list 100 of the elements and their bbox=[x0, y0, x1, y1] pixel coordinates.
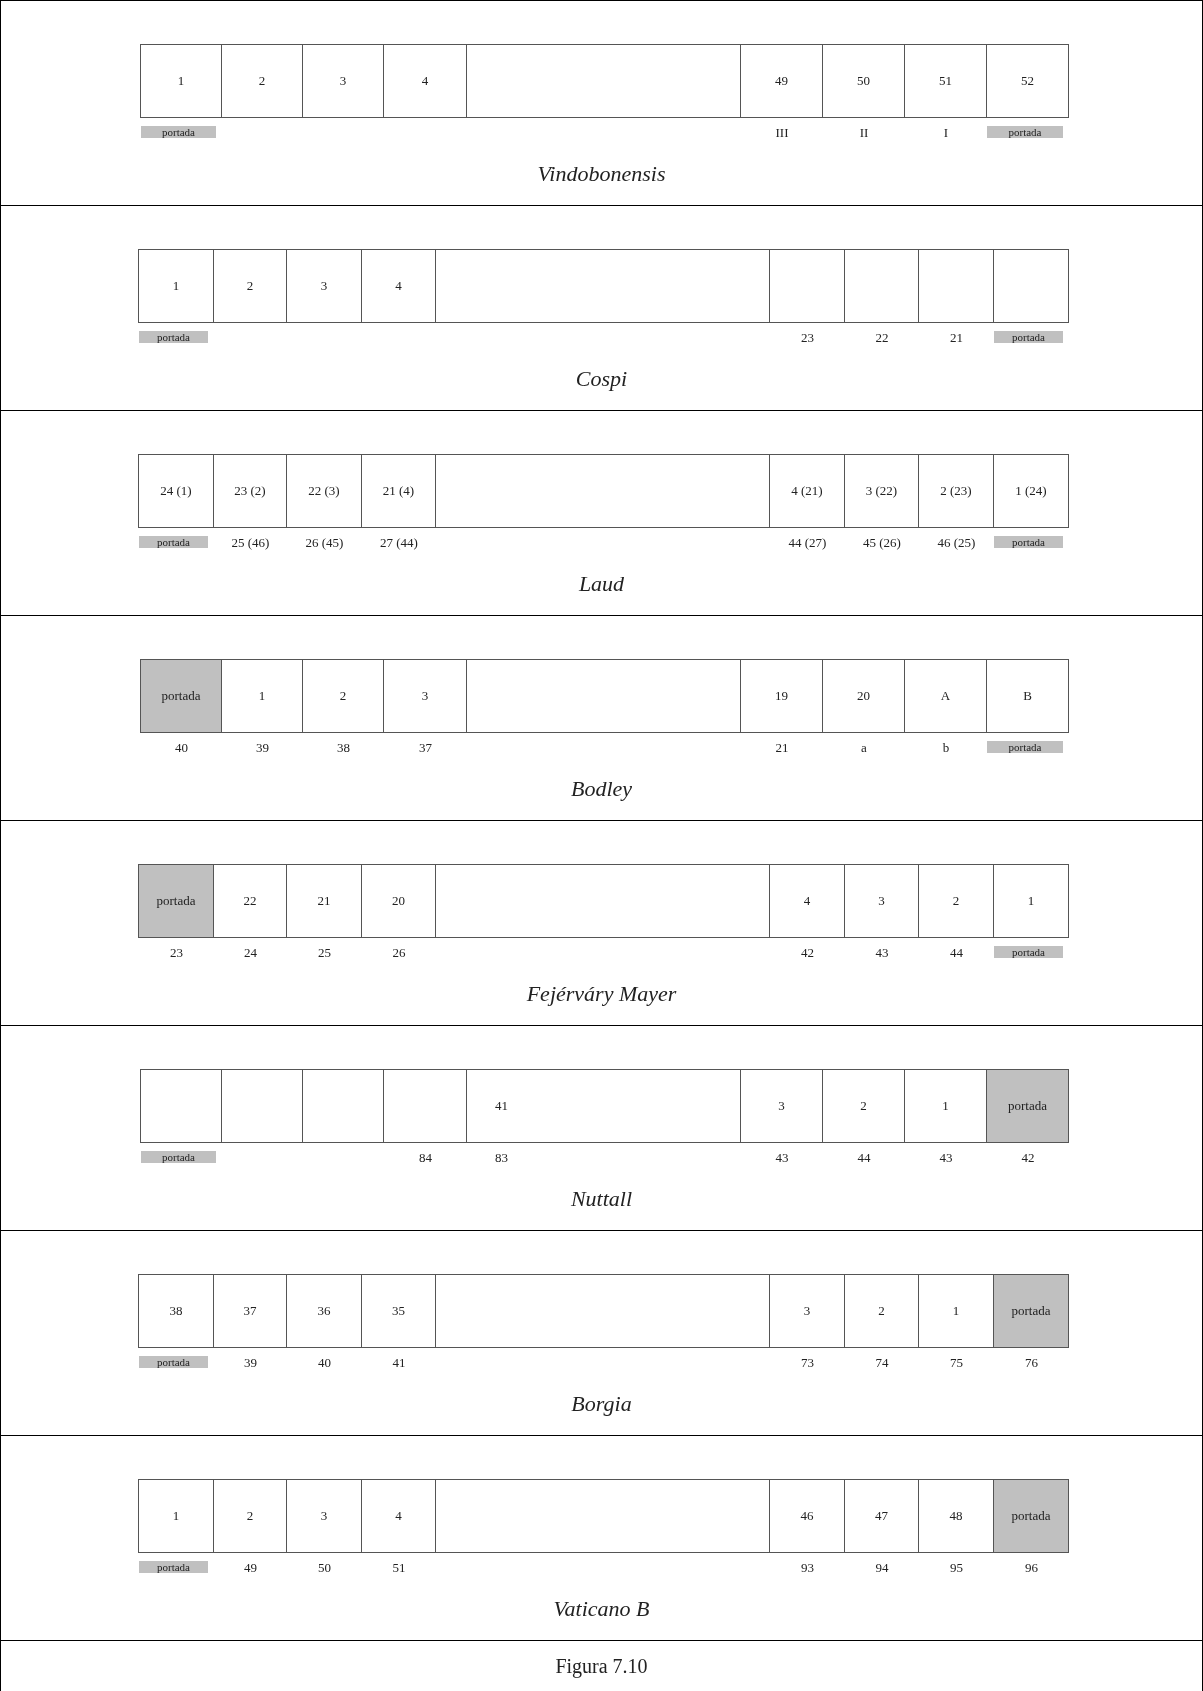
page-number: 3 bbox=[339, 73, 347, 89]
page-number: 43 bbox=[774, 1150, 790, 1166]
page-number: 20 bbox=[392, 893, 405, 909]
page-cell bbox=[213, 249, 287, 323]
shaded-label: portada bbox=[139, 331, 208, 343]
page-number: 51 bbox=[391, 1560, 407, 1576]
page-cell bbox=[383, 44, 467, 118]
codex-panel bbox=[0, 615, 1203, 820]
page-number: 39 bbox=[243, 1355, 258, 1371]
page-cell bbox=[361, 864, 436, 938]
page-number: 25 bbox=[317, 945, 332, 961]
page-number: portada bbox=[1011, 1508, 1051, 1524]
page-cell bbox=[993, 1274, 1069, 1348]
page-cell bbox=[993, 1479, 1069, 1553]
page-number: 22 bbox=[243, 893, 257, 909]
page-number: 23 bbox=[169, 945, 184, 961]
page-cell bbox=[769, 1479, 845, 1553]
page-number: 4 bbox=[421, 73, 429, 89]
page-cell bbox=[986, 44, 1069, 118]
page-cell bbox=[138, 249, 214, 323]
page-number: 46 bbox=[800, 1508, 814, 1524]
page-number: 21 bbox=[949, 330, 964, 346]
page-number: 2 bbox=[258, 73, 266, 89]
page-cell bbox=[361, 1479, 436, 1553]
page-cell bbox=[221, 659, 303, 733]
page-cell bbox=[904, 1069, 987, 1143]
page-cell bbox=[286, 1274, 362, 1348]
codex-title: Borgia bbox=[571, 1391, 632, 1417]
codex-panel bbox=[0, 1230, 1203, 1435]
page-number: 47 bbox=[875, 1508, 888, 1524]
page-number: 24 bbox=[243, 945, 258, 961]
page-number: II bbox=[858, 125, 870, 141]
page-cell bbox=[466, 1069, 741, 1143]
page-number: 2 bbox=[878, 1303, 885, 1319]
page-number: 46 (25) bbox=[936, 535, 977, 551]
codex-title: Vindobonensis bbox=[537, 161, 666, 187]
page-number: 21 (4) bbox=[382, 483, 415, 499]
page-cell bbox=[213, 454, 287, 528]
page-cell bbox=[138, 1274, 214, 1348]
page-number: 4 bbox=[803, 893, 811, 909]
page-number: 2 bbox=[246, 278, 254, 294]
page-cell bbox=[221, 44, 303, 118]
page-number: 22 (3) bbox=[308, 483, 340, 499]
page-number: 36 bbox=[317, 1303, 331, 1319]
page-number: 2 bbox=[952, 893, 960, 909]
page-number: 3 (22) bbox=[865, 483, 898, 499]
shaded-label: portada bbox=[139, 1561, 208, 1573]
page-cell bbox=[918, 864, 994, 938]
page-number: 37 bbox=[418, 740, 433, 756]
page-cell bbox=[740, 44, 823, 118]
page-number: 48 bbox=[949, 1508, 963, 1524]
page-number: 43 bbox=[938, 1150, 954, 1166]
page-cell bbox=[213, 1274, 287, 1348]
shaded-label: portada bbox=[994, 536, 1063, 548]
page-cell bbox=[302, 659, 384, 733]
page-number: portada bbox=[161, 688, 201, 704]
page-number: 44 bbox=[856, 1150, 872, 1166]
page-number: 3 bbox=[878, 893, 885, 909]
figure-caption: Figura 7.10 bbox=[0, 1640, 1203, 1691]
page-cell bbox=[844, 454, 919, 528]
page-cell bbox=[140, 44, 222, 118]
page-cell bbox=[361, 454, 436, 528]
page-number: 73 bbox=[800, 1355, 815, 1371]
page-number: portada bbox=[156, 893, 196, 909]
page-cell bbox=[822, 44, 905, 118]
page-number: 84 bbox=[418, 1150, 433, 1166]
page-number: 25 (46) bbox=[230, 535, 271, 551]
page-number: portada bbox=[1008, 1098, 1047, 1114]
page-cell bbox=[918, 454, 994, 528]
page-cell bbox=[302, 44, 384, 118]
page-number: 37 bbox=[243, 1303, 257, 1319]
page-cell bbox=[993, 864, 1069, 938]
shaded-label: portada bbox=[987, 741, 1063, 753]
page-cell bbox=[844, 1274, 919, 1348]
page-number: 3 bbox=[778, 1098, 785, 1114]
page-number: 76 bbox=[1024, 1355, 1039, 1371]
page-number: 23 (2) bbox=[234, 483, 266, 499]
page-number: 2 bbox=[246, 1508, 254, 1524]
page-number: 42 bbox=[1020, 1150, 1036, 1166]
codex-panel bbox=[0, 0, 1203, 205]
page-number: 74 bbox=[874, 1355, 890, 1371]
page-number: B bbox=[1023, 688, 1032, 704]
page-cell bbox=[822, 659, 905, 733]
page-number: 1 bbox=[1027, 893, 1035, 909]
page-number: 1 bbox=[177, 73, 185, 89]
page-number: 21 bbox=[317, 893, 331, 909]
page-number: 50 bbox=[317, 1560, 332, 1576]
page-number: 20 bbox=[857, 688, 870, 704]
page-number: 94 bbox=[874, 1560, 890, 1576]
page-number: 3 bbox=[803, 1303, 811, 1319]
codex-panel bbox=[0, 410, 1203, 615]
page-number: 22 bbox=[874, 330, 890, 346]
page-number: III bbox=[774, 125, 790, 141]
page-cell bbox=[918, 1479, 994, 1553]
page-number: 27 (44) bbox=[379, 535, 419, 551]
page-number: 51 bbox=[939, 73, 952, 89]
page-number: 83 bbox=[495, 1150, 508, 1166]
page-number: 2 bbox=[860, 1098, 867, 1114]
page-cell bbox=[844, 1479, 919, 1553]
page-number: 23 bbox=[800, 330, 815, 346]
